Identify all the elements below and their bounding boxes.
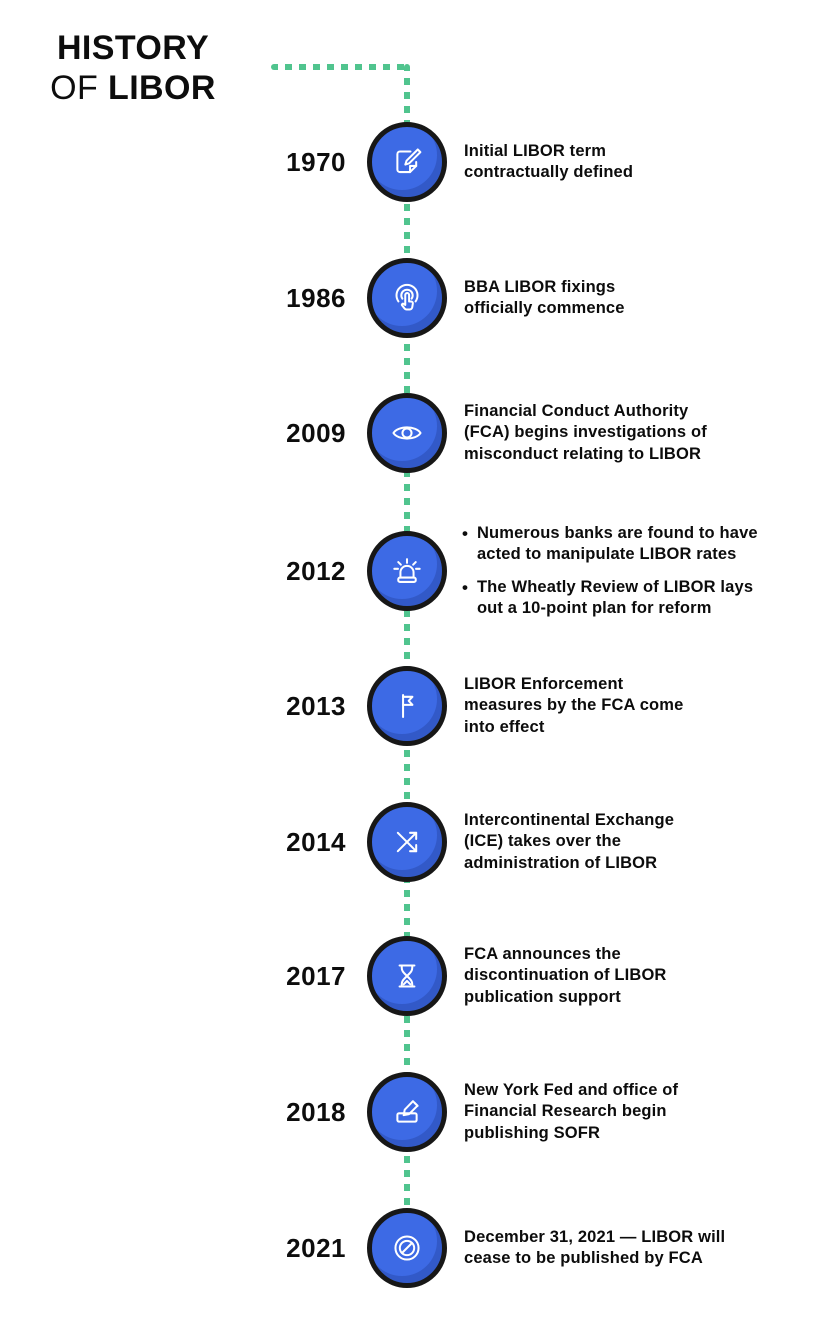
year-label: 2017 — [286, 960, 346, 991]
entry-description: LIBOR Enforcement measures by the FCA co… — [464, 674, 684, 736]
tap-icon — [386, 277, 428, 319]
timeline-entry-1986: 1986 BBA LIBOR fixings officially commen… — [266, 258, 812, 338]
eye-icon — [386, 412, 428, 454]
siren-icon — [386, 550, 428, 592]
timeline-node — [367, 936, 447, 1016]
timeline-entry-2014: 2014 Intercontinental Exchange (ICE) tak… — [266, 802, 812, 882]
title-line1: HISTORY — [56, 29, 210, 67]
bullet-item: • The Wheatly Review of LIBOR lays out a… — [462, 577, 814, 620]
flag-icon — [386, 685, 428, 727]
timeline-entry-2021: 2021 December 31, 2021 — LIBOR will ceas… — [266, 1208, 812, 1288]
year-label: 2014 — [286, 826, 346, 857]
timeline-entry-2013: 2013 LIBOR Enforcement measures by the F… — [266, 666, 812, 746]
bullet-dot: • — [462, 523, 468, 543]
timeline-entry-1970: 1970 Initial LIBOR term contractually de… — [266, 122, 812, 202]
timeline-entry-2012: 2012 • Numerous banks are found to have … — [266, 524, 814, 618]
timeline-entry-2009: 2009 Financial Conduct Authority (FCA) b… — [266, 393, 812, 473]
bullet-item: • Numerous banks are found to have acted… — [462, 523, 814, 566]
timeline-node — [367, 802, 447, 882]
entry-description: Intercontinental Exchange (ICE) takes ov… — [464, 810, 675, 872]
title-line2: OF LIBOR — [50, 69, 216, 107]
entry-description: Initial LIBOR term contractually defined — [464, 141, 634, 182]
page-title: HISTORY OF LIBOR — [26, 28, 240, 108]
timeline-entry-2018: 2018 New York Fed and office of Financia… — [266, 1072, 812, 1152]
timeline-node — [367, 258, 447, 338]
year-label: 1986 — [286, 282, 346, 313]
year-label: 2013 — [286, 690, 346, 721]
dotted-timeline-spine — [404, 64, 410, 1214]
year-label: 2021 — [286, 1232, 346, 1263]
timeline-node — [367, 122, 447, 202]
entry-description: FCA announces the discontinuation of LIB… — [464, 944, 667, 1006]
entry-description: New York Fed and office of Financial Res… — [464, 1080, 679, 1142]
timeline-node — [367, 1208, 447, 1288]
edit-document-icon — [386, 141, 428, 183]
timeline-entry-2017: 2017 FCA announces the discontinuation o… — [266, 936, 812, 1016]
shuffle-arrows-icon — [386, 821, 428, 863]
timeline-node — [367, 1072, 447, 1152]
prohibited-icon — [386, 1227, 428, 1269]
sign-pencil-icon — [386, 1091, 428, 1133]
timeline-node — [367, 666, 447, 746]
timeline-node — [367, 393, 447, 473]
bullet-text: Numerous banks are found to have acted t… — [476, 523, 758, 564]
year-label: 2012 — [286, 555, 346, 586]
hourglass-icon — [386, 955, 428, 997]
entry-bullet-list: • Numerous banks are found to have acted… — [462, 523, 814, 620]
timeline-node — [367, 531, 447, 611]
entry-description: December 31, 2021 — LIBOR will cease to … — [464, 1227, 726, 1268]
year-label: 1970 — [286, 146, 346, 177]
year-label: 2018 — [286, 1096, 346, 1127]
bullet-dot: • — [462, 577, 468, 597]
entry-description: BBA LIBOR fixings officially commence — [464, 277, 625, 318]
bullet-text: The Wheatly Review of LIBOR lays out a 1… — [476, 577, 754, 618]
dotted-connector-horizontal — [271, 64, 408, 70]
year-label: 2009 — [286, 417, 346, 448]
entry-description: Financial Conduct Authority (FCA) begins… — [464, 401, 707, 463]
